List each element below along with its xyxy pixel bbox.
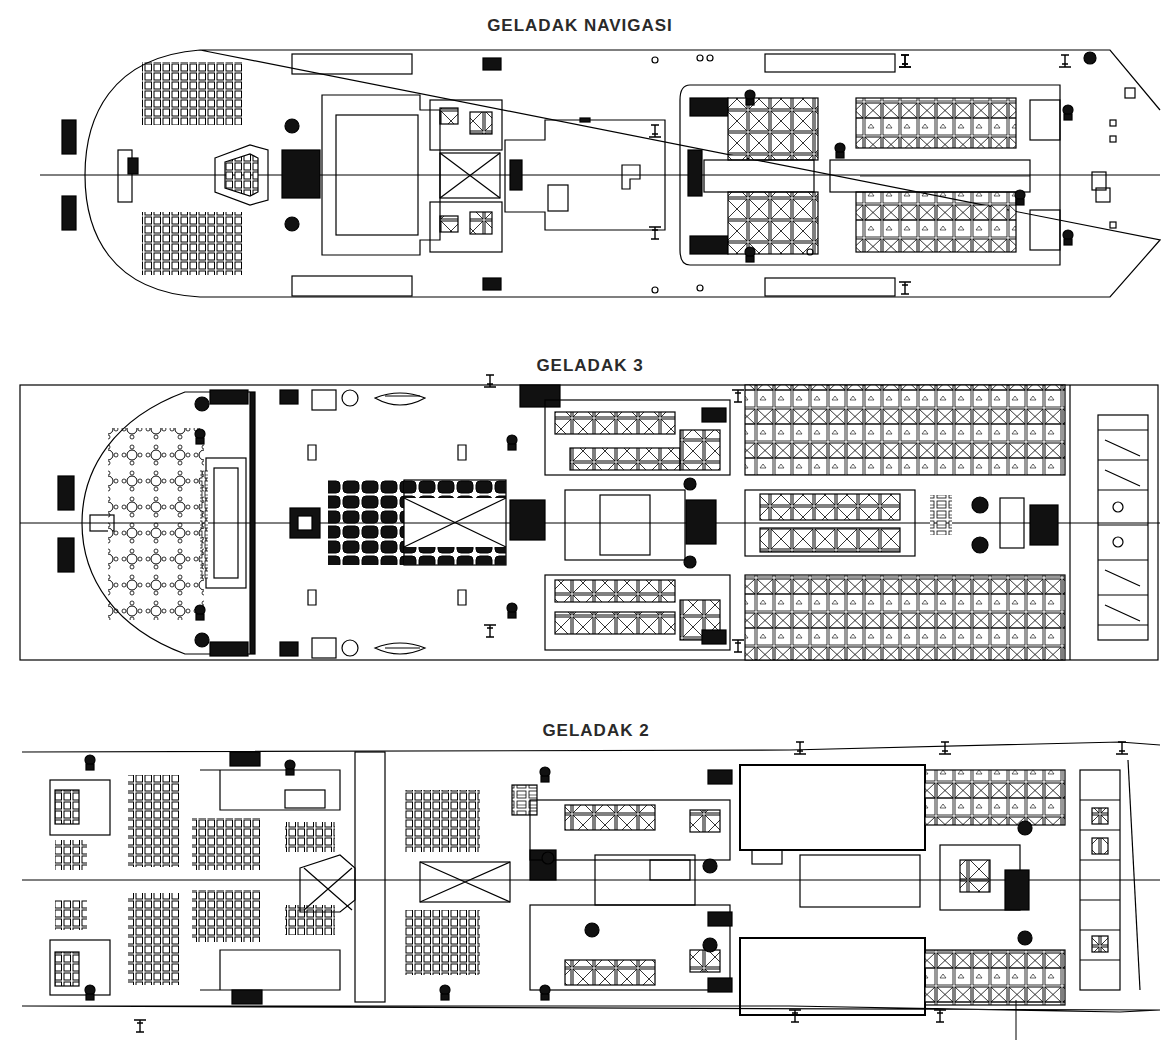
deck-title: GELADAK 2 — [539, 720, 652, 742]
deck-plan: GELADAK 2 — [20, 720, 1160, 1010]
deck-plan: GELADAK NAVIGASI — [40, 15, 1160, 300]
deck-title: GELADAK NAVIGASI — [484, 15, 676, 37]
deck-plan: GELADAK 3 — [20, 355, 1160, 661]
deck-title: GELADAK 3 — [533, 355, 646, 377]
